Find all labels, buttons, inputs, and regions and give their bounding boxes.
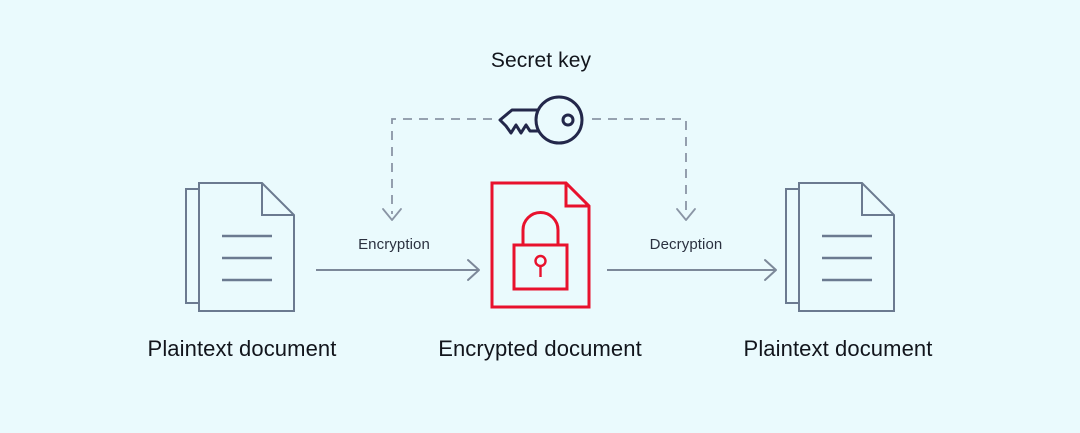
decryption-arrow-head — [764, 259, 777, 281]
document-page-left — [198, 182, 295, 312]
encrypted-document-fold — [564, 183, 589, 208]
arrow-right-icon — [607, 259, 777, 281]
document-fold-left — [261, 183, 294, 216]
plaintext-document-caption-left: Plaintext document — [147, 336, 337, 361]
document-icon — [785, 182, 895, 312]
secret-key-title: Secret key — [490, 49, 592, 72]
document-fold-right — [861, 183, 894, 216]
document-page-right — [798, 182, 895, 312]
key-link-left-path — [391, 118, 492, 214]
locked-document-icon — [490, 181, 591, 309]
encryption-label: Encryption — [358, 236, 430, 253]
padlock-shackle-icon — [521, 211, 560, 245]
arrow-right-icon — [316, 259, 480, 281]
dashed-arrow-down-icon — [382, 118, 492, 221]
encrypted-document-caption: Encrypted document — [438, 336, 642, 361]
key-link-left-arrowhead — [382, 208, 402, 221]
document-icon — [185, 182, 295, 312]
key-head — [534, 95, 584, 145]
dashed-arrow-down-icon — [592, 118, 696, 221]
plaintext-document-caption-right: Plaintext document — [743, 336, 933, 361]
key-link-right-path — [592, 118, 687, 214]
encryption-arrow-head — [467, 259, 480, 281]
key-hole — [561, 113, 575, 127]
key-icon — [498, 95, 584, 145]
decryption-label: Decryption — [649, 236, 723, 253]
key-link-right-arrowhead — [676, 208, 696, 221]
